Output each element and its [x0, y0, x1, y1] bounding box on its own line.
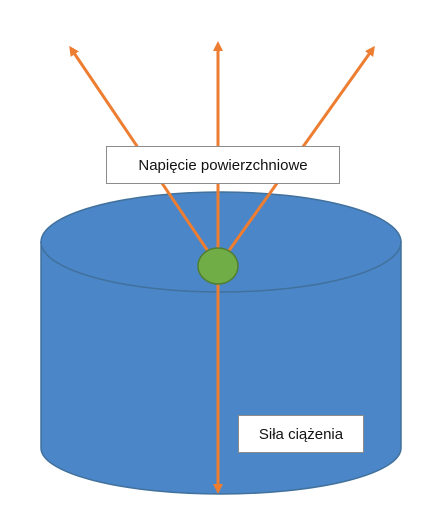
cylinder-top-surface	[40, 191, 402, 293]
gravity-label: Siła ciążenia	[238, 415, 364, 453]
surface-tension-label: Napięcie powierzchniowe	[106, 146, 340, 184]
surface-particle	[197, 247, 239, 285]
